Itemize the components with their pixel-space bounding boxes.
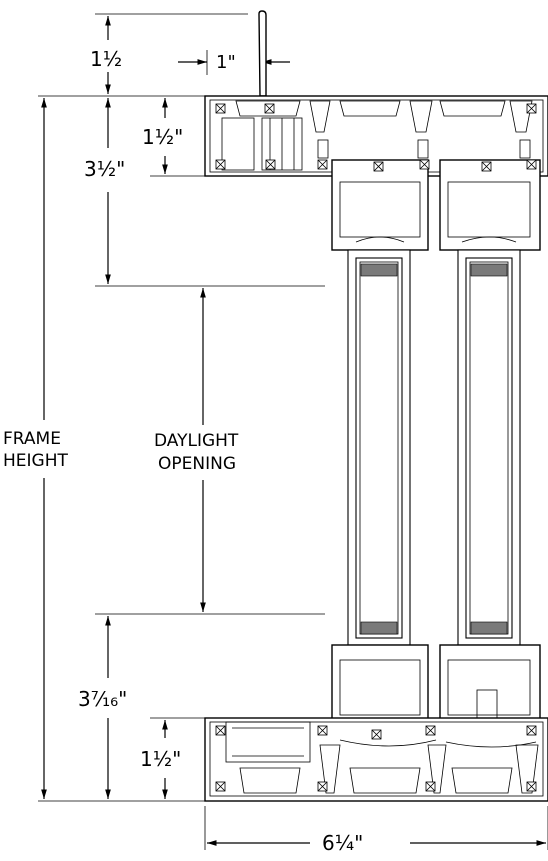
dim-bottom-nail-fin: 1½" — [140, 747, 181, 771]
dim-fin-width: 1" — [216, 52, 236, 73]
sash-bottom-boxes — [331, 644, 541, 740]
glazing-right — [457, 249, 521, 646]
cell-symbol — [317, 725, 328, 736]
dim-frame-depth: 6¼" — [322, 831, 363, 855]
label-daylight-line2: OPENING — [158, 454, 236, 474]
cell-symbol — [425, 781, 436, 792]
cell-symbol — [526, 781, 537, 792]
cell-symbol — [215, 725, 226, 736]
cell-symbol — [215, 159, 226, 170]
cell-symbol — [265, 159, 276, 170]
cell-symbol — [526, 103, 537, 114]
cell-symbol — [371, 729, 382, 740]
cell-symbol — [425, 725, 436, 736]
dim-head-height: 3½" — [84, 157, 125, 181]
cell-symbol — [215, 781, 226, 792]
dim-top-extension: 1½ — [90, 47, 122, 71]
dim-sill-height: 3⁷⁄₁₆" — [78, 687, 127, 711]
cell-symbol — [264, 103, 275, 114]
cell-symbol — [526, 159, 537, 170]
glazing-left — [347, 249, 411, 646]
cell-symbol — [317, 159, 328, 170]
cell-symbol — [481, 161, 492, 172]
cell-symbol — [215, 103, 226, 114]
sash-head-boxes — [331, 159, 541, 251]
cell-symbol — [526, 725, 537, 736]
nail-fin-top — [258, 10, 267, 97]
cell-symbol — [373, 161, 384, 172]
dimension-lines — [38, 13, 548, 850]
cell-symbol — [419, 159, 430, 170]
dim-top-nail-fin: 1½" — [142, 125, 183, 149]
screw-cells — [215, 103, 537, 792]
label-daylight-line1: DAYLIGHT — [154, 431, 239, 451]
label-frame-height-line1: FRAME — [3, 429, 61, 449]
cell-symbol — [317, 781, 328, 792]
label-frame-height-line2: HEIGHT — [3, 451, 68, 471]
